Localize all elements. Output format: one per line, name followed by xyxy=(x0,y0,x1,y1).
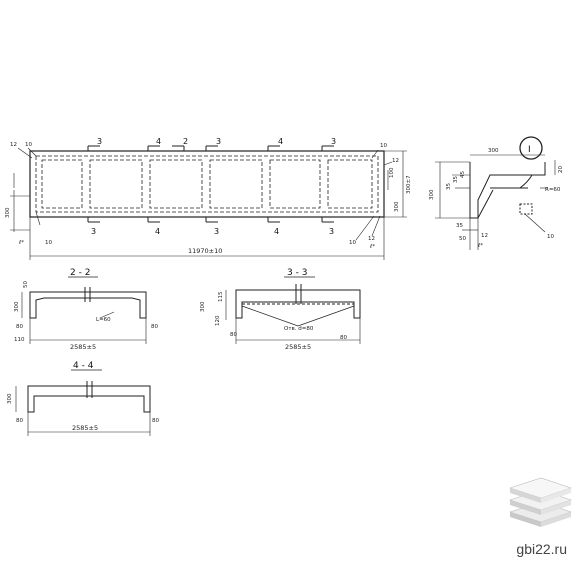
plan-leaders xyxy=(17,147,393,241)
s22-d80b: 80 xyxy=(151,324,158,330)
cut-bottom-4: 4 xyxy=(274,227,279,236)
s22-length: 2585±5 xyxy=(70,343,96,351)
cut-bottom-3: 3 xyxy=(214,227,219,236)
section-4-4-title: 4 - 4 xyxy=(73,361,94,371)
detail-r60: R=60 xyxy=(545,187,561,193)
detail-d35a: 35 xyxy=(446,183,452,190)
plan-dashed-border xyxy=(35,155,379,213)
plan-right-dim xyxy=(384,150,407,218)
s44-h300: 300 xyxy=(7,393,13,404)
s22-note: L=60 xyxy=(96,317,111,323)
s33-length: 2585±5 xyxy=(285,343,311,351)
l-star-left: ℓ* xyxy=(18,240,24,246)
detail-d45: 45 xyxy=(460,171,466,178)
detail-h300: 300 xyxy=(429,189,435,200)
detail-d10: 10 xyxy=(547,234,554,240)
detail-l-star: ℓ* xyxy=(477,243,483,249)
site-logo-text: gbi22.ru xyxy=(516,541,567,557)
plan-d300-right: 300 xyxy=(394,201,400,212)
cut-markers-bottom xyxy=(87,217,334,223)
cut-top-5: 4 xyxy=(278,137,283,146)
s33-d120: 120 xyxy=(215,315,221,326)
detail-d50: 50 xyxy=(459,236,466,242)
cut-bottom-5: 3 xyxy=(329,227,334,236)
detail-I: I 300 300 20 35 35 45 R=60 35 50 xyxy=(429,136,564,250)
mark-12-tl: 12 xyxy=(10,142,17,148)
detail-d20: 20 xyxy=(558,166,564,173)
cut-top-1: 3 xyxy=(97,137,102,146)
section-3-3-title: 3 - 3 xyxy=(287,268,307,278)
cut-bottom-2: 4 xyxy=(155,227,160,236)
mark-10-bl: 10 xyxy=(45,240,52,246)
s22-d110: 110 xyxy=(14,337,25,343)
plan-total-length: 11970±10 xyxy=(188,247,222,255)
plan-outline xyxy=(29,150,385,218)
plan-view: 3 4 2 3 4 3 3 4 3 4 3 12 10 10 xyxy=(5,137,412,260)
detail-w300: 300 xyxy=(488,148,499,154)
s33-note: Отв. d=80 xyxy=(284,326,314,332)
section-2-2-title: 2 - 2 xyxy=(70,268,90,278)
s33-d300: 300 xyxy=(200,301,206,312)
detail-label-circle xyxy=(519,136,543,160)
cut-bottom-1: 3 xyxy=(91,227,96,236)
cut-top-4: 3 xyxy=(216,137,221,146)
cut-top-3: 2 xyxy=(183,137,188,146)
detail-label: I xyxy=(528,145,531,155)
mark-10-tl: 10 xyxy=(25,142,32,148)
detail-profile xyxy=(435,154,556,250)
detail-d35c: 35 xyxy=(456,223,463,229)
cut-top-2: 4 xyxy=(156,137,161,146)
mark-12-br: 12 xyxy=(368,236,375,242)
logo-stack-icon xyxy=(509,477,572,527)
s22-h300: 300 xyxy=(14,301,20,312)
s22-d50: 50 xyxy=(23,281,29,288)
s33-d115: 115 xyxy=(218,291,224,302)
s22-d80a: 80 xyxy=(16,324,23,330)
mark-10-tr: 10 xyxy=(380,143,387,149)
l-star-right: ℓ* xyxy=(369,244,375,250)
plan-length-dim xyxy=(29,217,385,260)
detail-d35b: 35 xyxy=(453,176,459,183)
plan-cells xyxy=(41,159,373,209)
plan-width-left: 300 xyxy=(5,207,11,218)
mark-10-br: 10 xyxy=(349,240,356,246)
plan-d100: 100 xyxy=(389,167,395,178)
s33-d80a: 80 xyxy=(230,332,237,338)
plan-left-dim xyxy=(10,173,30,232)
cut-top-6: 3 xyxy=(331,137,336,146)
s33-d80b: 80 xyxy=(340,335,347,341)
section-4-4: 4 - 4 300 80 80 2585±5 xyxy=(7,361,159,436)
cut-markers-top xyxy=(87,145,334,151)
section-2-2: 2 - 2 300 50 L=60 80 110 80 2585±5 xyxy=(14,268,158,351)
mark-12-tr: 12 xyxy=(392,158,399,164)
section-3-3: 3 - 3 300 115 120 80 Отв. d=80 80 2585±5 xyxy=(200,268,361,351)
detail-d12: 12 xyxy=(481,233,488,239)
s44-d80b: 80 xyxy=(152,418,159,424)
s44-d80a: 80 xyxy=(16,418,23,424)
s44-length: 2585±5 xyxy=(72,424,98,432)
plan-width-right: 300±7 xyxy=(406,175,412,194)
